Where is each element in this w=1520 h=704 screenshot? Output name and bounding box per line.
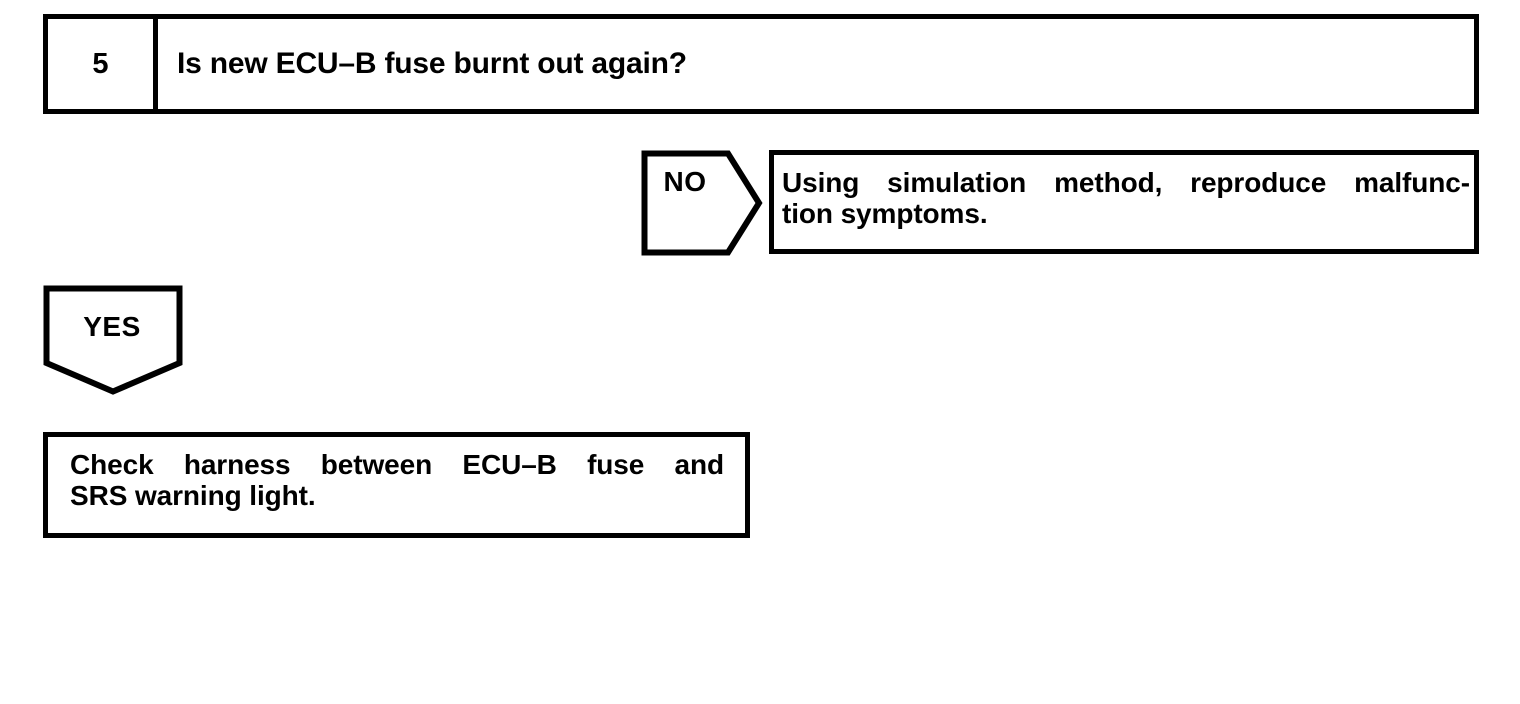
- action-text-reproduce-malfunction: Using simulation method, reproduce malfu…: [782, 167, 1470, 230]
- action-box-reproduce-malfunction: Using simulation method, reproduce malfu…: [769, 150, 1479, 254]
- arrow-right-pentagon-icon: [641, 150, 763, 256]
- action-word: harness: [183, 449, 291, 480]
- action-text-check-harness: Check harness between ECU–B fuse and SRS…: [70, 449, 724, 512]
- action-word: fuse: [587, 449, 645, 480]
- action-line: Check harness between ECU–B fuse and: [70, 449, 724, 480]
- step-number-cell: 5: [48, 19, 158, 109]
- action-word: between: [320, 449, 433, 480]
- branch-label-no: NO: [663, 166, 707, 197]
- action-word: simulation: [887, 167, 1027, 198]
- step-question-cell: Is new ECU–B fuse burnt out again?: [158, 19, 1474, 109]
- step-question-row: 5 Is new ECU–B fuse burnt out again?: [43, 14, 1479, 114]
- action-line: Using simulation method, reproduce malfu…: [782, 167, 1470, 198]
- action-line: SRS warning light.: [70, 480, 316, 512]
- action-line: tion symptoms.: [782, 198, 988, 230]
- action-word: malfunc-: [1354, 167, 1470, 198]
- action-word: ECU–B: [462, 449, 557, 480]
- branch-arrow-no: NO: [641, 150, 763, 256]
- branch-arrow-yes: YES: [43, 285, 183, 395]
- step-number: 5: [92, 47, 109, 80]
- action-word: Check: [70, 449, 154, 480]
- branch-label-yes: YES: [83, 311, 141, 342]
- action-box-check-harness: Check harness between ECU–B fuse and SRS…: [43, 432, 750, 538]
- action-word: method,: [1054, 167, 1163, 198]
- action-word: Using: [782, 167, 860, 198]
- arrow-down-pentagon-icon: [43, 285, 183, 395]
- action-word: and: [674, 449, 725, 480]
- action-word: reproduce: [1190, 167, 1327, 198]
- step-question-text: Is new ECU–B fuse burnt out again?: [177, 47, 687, 81]
